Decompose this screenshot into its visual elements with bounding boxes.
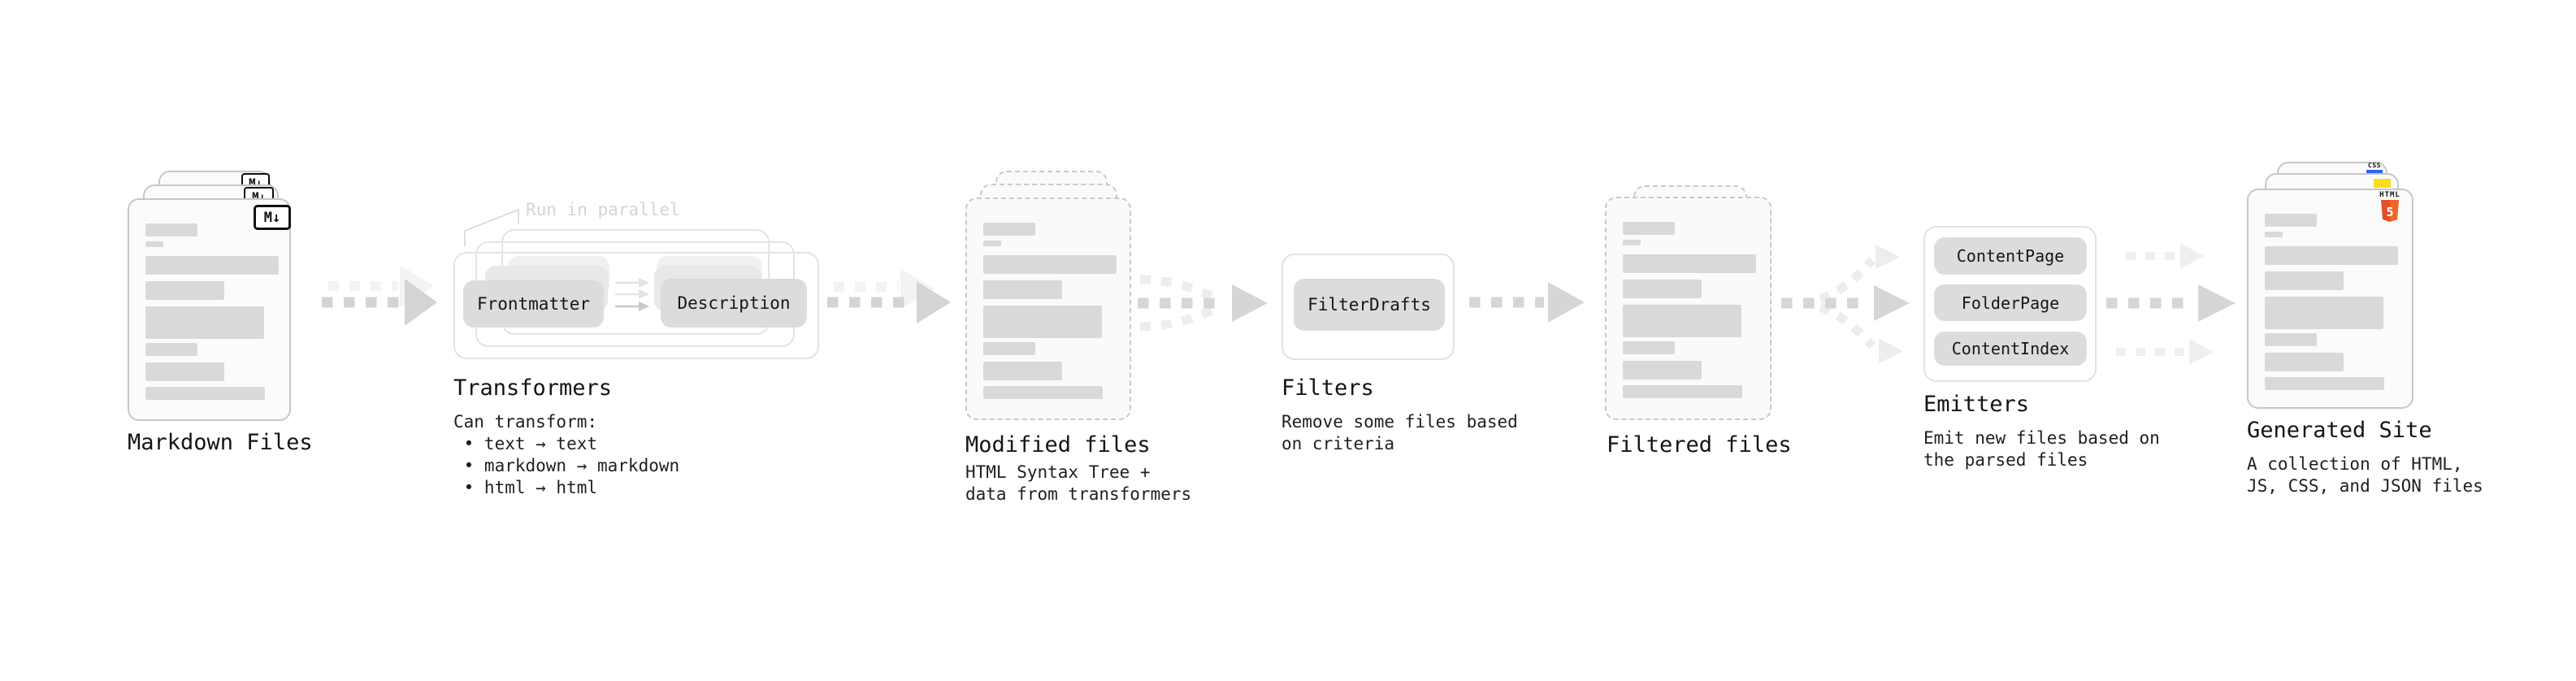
placeholder-bar <box>1623 254 1756 273</box>
placeholder-bar <box>1623 280 1702 298</box>
javascript-icon <box>2374 179 2391 188</box>
placeholder-bar <box>2265 214 2317 227</box>
modified-files-label: Modified files <box>965 432 1151 458</box>
frontmatter-box: Frontmatter <box>463 280 604 327</box>
arrow-modified-to-filters <box>1138 275 1268 332</box>
placeholder-bar <box>1623 240 1641 245</box>
placeholder-bar <box>145 256 279 275</box>
placeholder-bar <box>2265 377 2384 390</box>
placeholder-bar <box>1623 385 1742 398</box>
doc-card-front <box>2247 189 2413 409</box>
arrow-transformers-to-modified <box>827 268 951 323</box>
generated-site-label: Generated Site <box>2247 418 2432 443</box>
contentindex-box: ContentIndex <box>1934 332 2087 366</box>
placeholder-bar <box>983 306 1102 338</box>
arrow-filtered-to-emitters <box>1781 245 1910 363</box>
placeholder-bar <box>983 386 1103 399</box>
placeholder-bar <box>983 280 1062 299</box>
doc-card-front <box>1605 197 1772 420</box>
placeholder-bar <box>983 241 1001 246</box>
transformers-description: Can transform: • text → text • markdown … <box>453 412 680 497</box>
emitters-container <box>1923 226 2097 382</box>
doc-card-front <box>965 197 1131 420</box>
placeholder-bar <box>983 342 1035 355</box>
placeholder-bar <box>2265 232 2283 237</box>
css-icon: CSS <box>2366 163 2383 173</box>
generated-site-description: A collection of HTML,JS, CSS, and JSON f… <box>2247 454 2483 496</box>
placeholder-bar <box>145 306 264 339</box>
placeholder-bar <box>2265 297 2383 329</box>
placeholder-bar <box>2265 271 2344 290</box>
doc-card-front <box>128 198 291 421</box>
filterdrafts-box: FilterDrafts <box>1294 279 1445 331</box>
filters-container <box>1281 254 1455 360</box>
transformers-label: Transformers <box>453 375 613 401</box>
transformer-container-front <box>453 252 819 359</box>
arrow-filters-to-filtered <box>1469 282 1585 323</box>
placeholder-bar <box>145 241 163 247</box>
arrow-emitters-to-site <box>2106 243 2236 365</box>
filtered-files-label: Filtered files <box>1607 432 1792 458</box>
placeholder-bar <box>145 281 224 300</box>
placeholder-bar <box>1623 361 1702 380</box>
placeholder-bar <box>145 223 197 236</box>
folderpage-box: FolderPage <box>1934 284 2087 321</box>
placeholder-bar <box>983 362 1062 380</box>
markdown-icon: M↓ <box>254 205 291 230</box>
placeholder-bar <box>145 362 224 381</box>
placeholder-bar <box>1623 222 1675 235</box>
emitters-label: Emitters <box>1923 392 2030 417</box>
contentpage-box: ContentPage <box>1934 237 2087 275</box>
arrow-markdown-to-transformers <box>322 265 437 326</box>
placeholder-bar <box>983 223 1035 236</box>
placeholder-bar <box>2265 333 2317 346</box>
placeholder-bar <box>1623 341 1675 354</box>
placeholder-bar <box>145 387 265 400</box>
html5-icon: HTML 5 <box>2379 192 2400 223</box>
placeholder-bar <box>145 343 197 356</box>
placeholder-bar <box>2265 246 2398 265</box>
parallel-note: Run in parallel <box>526 200 680 219</box>
placeholder-bar <box>983 255 1117 274</box>
markdown-files-label: Markdown Files <box>128 430 313 455</box>
svg-text:5: 5 <box>2386 205 2393 219</box>
placeholder-bar <box>1623 305 1741 337</box>
description-box: Description <box>661 279 807 327</box>
modified-files-description: HTML Syntax Tree +data from transformers <box>965 462 1192 504</box>
filters-label: Filters <box>1281 375 1374 401</box>
placeholder-bar <box>2265 353 2344 371</box>
